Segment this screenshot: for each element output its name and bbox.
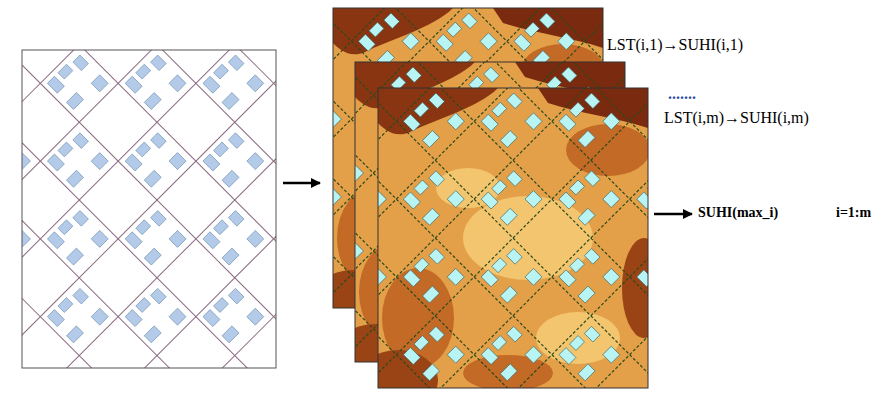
lst-map	[202, 0, 824, 393]
range-label: i=1:m	[836, 205, 871, 222]
ellipsis: .......	[668, 84, 696, 103]
stage-label: LST(i,m)→SUHI(i,m)	[664, 108, 809, 127]
result-label: SUHI(max_i)	[698, 205, 778, 222]
flow-arrow	[654, 213, 692, 216]
lst-map	[157, 0, 779, 393]
stage-label: LST(i,1)→SUHI(i,1)	[607, 35, 743, 54]
lst-map	[179, 0, 801, 393]
flow-arrow	[283, 182, 320, 185]
